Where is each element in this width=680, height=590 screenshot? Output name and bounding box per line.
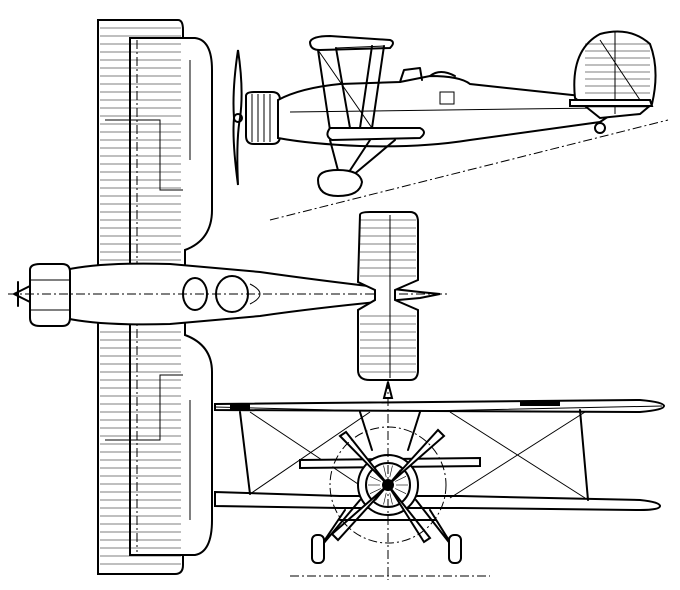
aileron-mark-right bbox=[520, 401, 560, 406]
interplane-struts bbox=[317, 45, 385, 131]
wing-ribs bbox=[100, 27, 181, 565]
bracing-wires-front bbox=[249, 411, 586, 499]
tailplane-top-view bbox=[356, 211, 419, 381]
fuselage-stringer bbox=[289, 107, 601, 113]
fin-ribs bbox=[585, 43, 650, 108]
engine-rings bbox=[251, 94, 271, 142]
side-view bbox=[232, 30, 669, 221]
tailplane-side bbox=[569, 99, 654, 107]
engine-cylinder bbox=[389, 465, 393, 478]
right-wheel-front bbox=[448, 534, 462, 564]
engine-cylinder bbox=[383, 465, 387, 478]
side-panel bbox=[439, 91, 455, 105]
engine-cylinder bbox=[395, 476, 407, 482]
rear-cockpit-side bbox=[429, 71, 456, 77]
engine-cowling-top bbox=[29, 263, 71, 327]
top-view bbox=[8, 19, 450, 575]
landing-gear-front bbox=[317, 499, 456, 551]
bracing-wires-side bbox=[317, 45, 385, 129]
engine-cylinder bbox=[383, 492, 387, 505]
windscreen bbox=[399, 67, 423, 83]
engine-cylinder bbox=[395, 488, 407, 494]
propeller-blade-1 bbox=[338, 430, 389, 486]
engine-cylinder bbox=[369, 488, 381, 494]
cowling-bands bbox=[30, 279, 70, 311]
spinner-side bbox=[233, 113, 243, 123]
left-wheel-front bbox=[311, 534, 325, 564]
ground-line-side bbox=[269, 119, 669, 221]
engine-cylinder bbox=[369, 476, 381, 482]
propeller-blade-3 bbox=[387, 428, 446, 486]
engine-cylinder bbox=[389, 492, 393, 505]
aileron-left bbox=[105, 119, 183, 191]
lower-wing-front bbox=[214, 490, 662, 512]
engine-side bbox=[245, 91, 281, 145]
upper-wing-side bbox=[308, 34, 394, 52]
propeller-side bbox=[232, 49, 243, 186]
propeller-disc bbox=[329, 426, 447, 544]
aileron-mark-left bbox=[230, 404, 250, 410]
front-view bbox=[214, 380, 666, 580]
outer-struts-front bbox=[239, 409, 589, 501]
upper-wing-dihedral bbox=[214, 405, 663, 412]
tail-wheel bbox=[594, 122, 606, 134]
aileron-right bbox=[105, 374, 183, 441]
propeller-blade-4 bbox=[330, 484, 389, 542]
propeller-blade-2 bbox=[387, 484, 432, 544]
cabane-struts bbox=[359, 411, 421, 451]
lower-wing-side bbox=[326, 127, 425, 142]
wheel-spat bbox=[316, 168, 364, 198]
tail-ribs bbox=[360, 219, 416, 373]
